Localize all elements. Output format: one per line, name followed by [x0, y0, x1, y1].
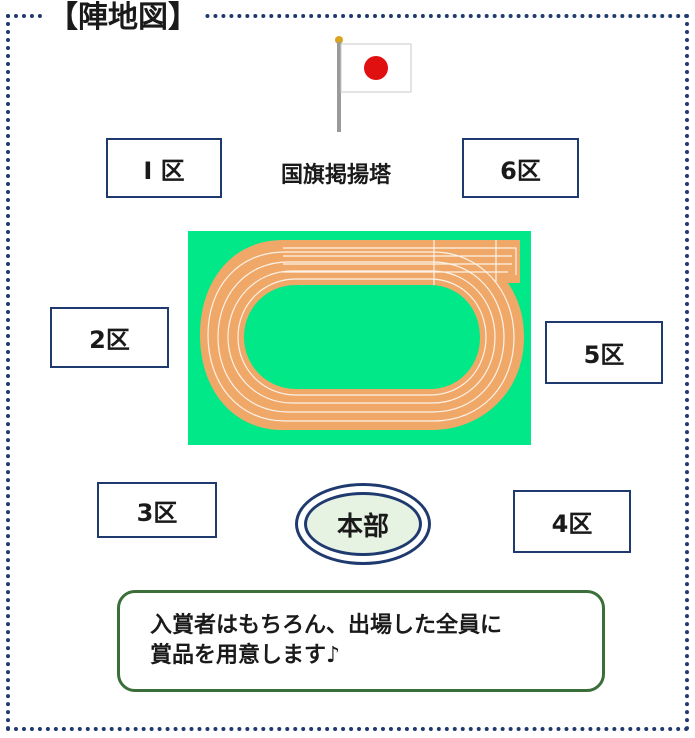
zone-6: 6区	[462, 138, 579, 198]
zone-3: 3区	[97, 482, 217, 538]
zone-4: 4区	[513, 490, 631, 553]
flag-tower-label: 国旗掲揚塔	[281, 163, 392, 188]
zone-2: 2区	[50, 307, 169, 368]
headquarters-label: 本部	[304, 492, 422, 556]
zone-1: I 区	[106, 138, 222, 198]
headquarters-marker: 本部	[295, 483, 431, 565]
flag-icon	[335, 36, 412, 132]
prize-note: 入賞者はもちろん、出場した全員に 賞品を用意します♪	[117, 590, 605, 692]
page-title: 【陣地図】	[44, 0, 202, 36]
prize-note-line-2: 賞品を用意します♪	[150, 643, 341, 668]
zone-5: 5区	[545, 321, 663, 384]
flag-sun	[364, 56, 388, 80]
stadium-field	[188, 231, 531, 445]
running-track	[200, 240, 524, 430]
prize-note-line-1: 入賞者はもちろん、出場した全員に	[150, 613, 503, 638]
map-frame	[6, 14, 689, 731]
